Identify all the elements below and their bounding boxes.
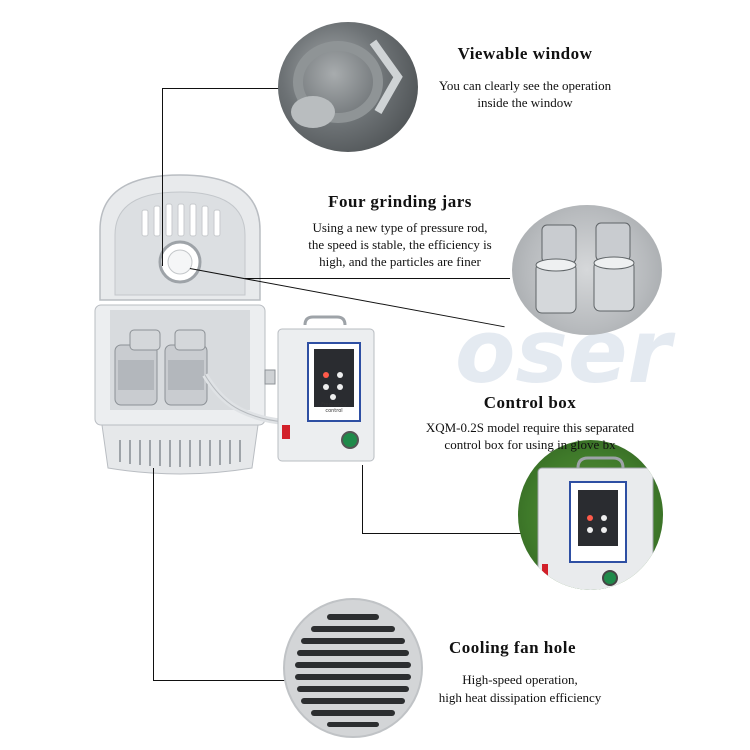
jars-title: Four grinding jars [328, 192, 472, 211]
panel-label: Frequency control [321, 402, 347, 414]
leader-cooling-v [153, 468, 154, 680]
cooling-title: Cooling fan hole [448, 638, 577, 657]
cooling-desc-1: High-speed operation, [462, 672, 578, 687]
leader-control-v [362, 465, 363, 533]
control-box-photo [518, 440, 663, 590]
leader-window-h [162, 88, 280, 89]
cooling-desc-2: high heat dissipation efficiency [438, 690, 602, 705]
control-desc-1: XQM-0.2S model require this separated [425, 420, 635, 435]
jars-desc-2: the speed is stable, the efficiency is [308, 237, 492, 252]
control-title: Control box [483, 393, 577, 412]
ball-mill-machine [94, 174, 276, 475]
connection-cable [202, 373, 286, 425]
jars-desc-3: high, and the particles are finer [319, 254, 481, 269]
leader-control-h [362, 533, 522, 534]
control-desc-2: control box for using in glove bx [444, 437, 616, 452]
leader-cooling-h [153, 680, 290, 681]
control-box [277, 315, 375, 462]
grinding-jars-photo [512, 205, 662, 335]
cooling-fan-photo [283, 598, 423, 738]
window-desc-1: You can clearly see the operation [438, 78, 612, 93]
leader-jars-h [245, 278, 510, 279]
jars-desc-1: Using a new type of pressure rod, [312, 220, 488, 235]
window-title: Viewable window [457, 44, 593, 63]
leader-window-v [162, 88, 163, 266]
viewable-window-photo [278, 22, 418, 152]
window-desc-2: inside the window [477, 95, 573, 110]
grinding-jars-in-machine [114, 329, 208, 406]
